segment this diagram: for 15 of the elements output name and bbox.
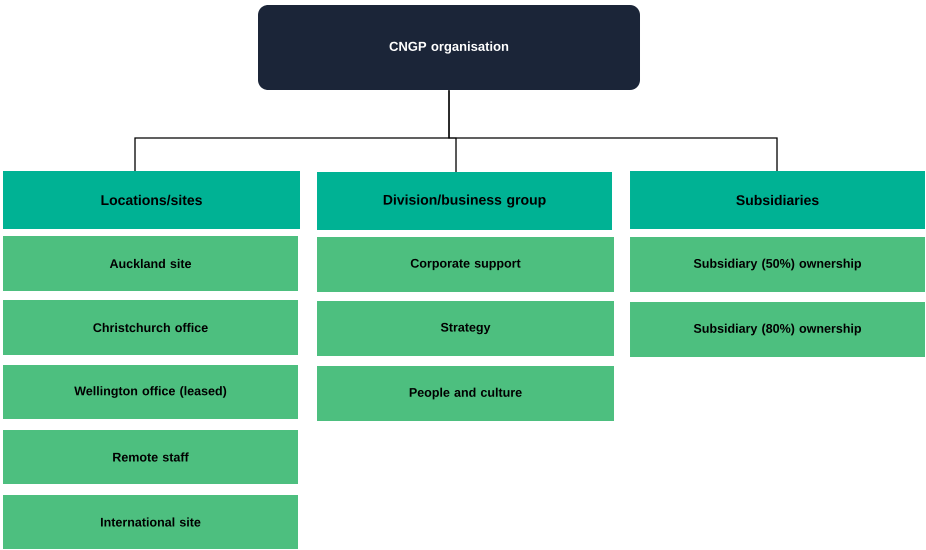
item-box: Corporate support xyxy=(317,237,614,292)
org-box: CNGP organisation xyxy=(258,5,640,90)
item-box: International site xyxy=(3,495,298,549)
item-box: Subsidiary (80%) ownership xyxy=(630,302,925,357)
item-box: People and culture xyxy=(317,366,614,421)
item-box: Strategy xyxy=(317,301,614,356)
header-box: Locations/sites xyxy=(3,171,300,229)
item-box: Auckland site xyxy=(3,236,298,291)
item-box: Christchurch office xyxy=(3,300,298,355)
item-box: Subsidiary (50%) ownership xyxy=(630,237,925,292)
connector xyxy=(448,90,778,171)
header-box: Subsidiaries xyxy=(630,171,925,229)
header-box: Division/business group xyxy=(317,172,612,230)
item-box: Wellington office (leased) xyxy=(3,365,298,419)
item-box: Remote staff xyxy=(3,430,298,484)
